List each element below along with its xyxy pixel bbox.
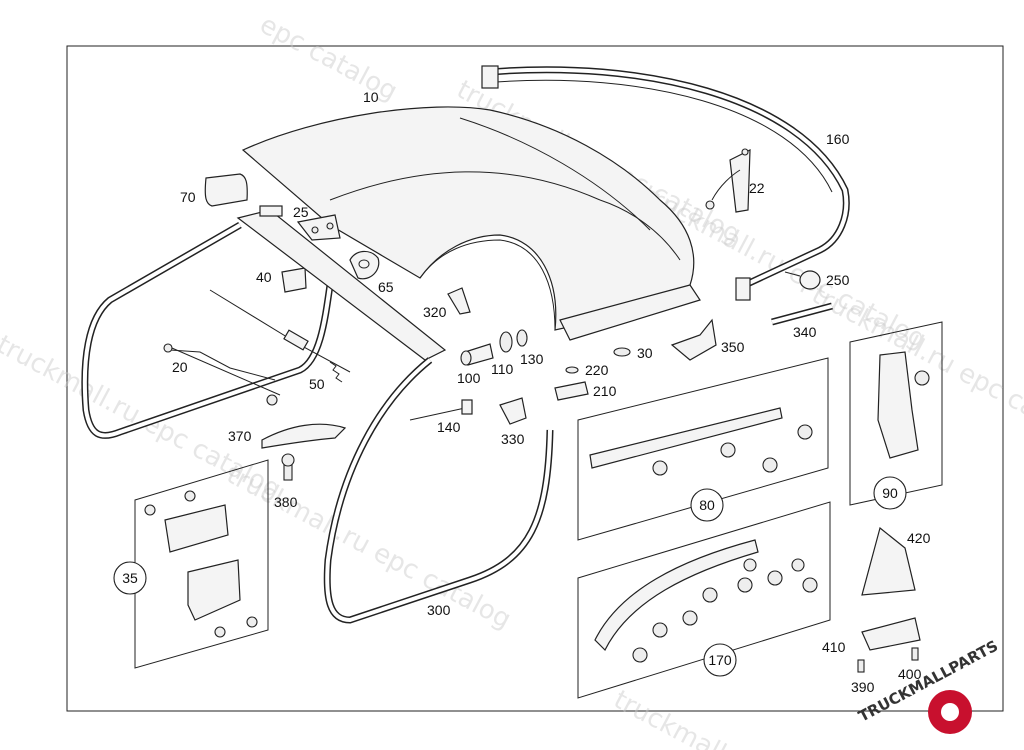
- label-300: 300: [427, 602, 451, 618]
- label-40: 40: [256, 269, 272, 285]
- watermark: truckmall.ru: [609, 685, 762, 750]
- group-label-170: 170: [708, 652, 732, 668]
- label-30: 30: [637, 345, 653, 361]
- label-250: 250: [826, 272, 850, 288]
- part-70-pad: [204, 173, 248, 207]
- part-380-bolt: [281, 453, 295, 481]
- part-400-screw: [911, 647, 919, 661]
- part-320-bracket: [447, 287, 471, 315]
- part-410-bracket: [861, 617, 921, 651]
- part-420-bracket: [861, 526, 916, 596]
- label-340: 340: [793, 324, 817, 340]
- label-140: 140: [437, 419, 461, 435]
- group-35: 35: [113, 459, 269, 669]
- label-220: 220: [585, 362, 609, 378]
- part-65-clip: [349, 250, 380, 280]
- label-50: 50: [309, 376, 325, 392]
- part-210-bracket: [554, 381, 589, 401]
- group-80: 80: [577, 357, 829, 541]
- label-210: 210: [593, 383, 617, 399]
- part-22-hinge-bracket: [705, 148, 751, 213]
- label-410: 410: [822, 639, 846, 655]
- label-330: 330: [501, 431, 525, 447]
- label-320: 320: [423, 304, 447, 320]
- brand-logo: TRUCKMALLPARTS: [855, 637, 1001, 734]
- watermark: epc catalog: [255, 10, 402, 107]
- part-340-rod: [771, 302, 833, 326]
- part-100-bushing: [460, 343, 494, 366]
- label-390: 390: [851, 679, 875, 695]
- label-65: 65: [378, 279, 394, 295]
- part-20-linkage: [163, 343, 281, 406]
- label-100: 100: [457, 370, 481, 386]
- label-370: 370: [228, 428, 252, 444]
- group-90: 90: [849, 321, 943, 510]
- part-40-plate: [281, 267, 307, 293]
- part-330-bracket: [499, 397, 527, 425]
- label-420: 420: [907, 530, 931, 546]
- part-10-soft-top-cover: [241, 106, 701, 341]
- part-30-washer: [613, 347, 631, 357]
- label-380: 380: [274, 494, 298, 510]
- part-140-pin: [409, 399, 473, 421]
- group-label-35: 35: [122, 570, 138, 586]
- part-250-stop: [784, 270, 821, 290]
- part-window-seal-left: [81, 221, 334, 439]
- part-50-cable-assembly: [209, 289, 351, 383]
- label-70: 70: [180, 189, 196, 205]
- part-370-trim: [261, 423, 347, 449]
- part-110-washer: [499, 331, 513, 353]
- part-front-frame-bar: [236, 205, 447, 361]
- part-220-clip: [565, 366, 579, 374]
- label-160: 160: [826, 131, 850, 147]
- group-label-90: 90: [882, 485, 898, 501]
- label-110: 110: [491, 361, 514, 377]
- label-22: 22: [749, 180, 765, 196]
- group-label-80: 80: [699, 497, 715, 513]
- part-390-screw: [857, 659, 865, 673]
- part-350-cover: [670, 318, 717, 361]
- part-labels: 10 160 22 70 25 65 40 320 250 340 350 10…: [172, 89, 931, 695]
- watermark: truckmall.ru epc catalog: [222, 460, 516, 635]
- label-130: 130: [520, 351, 544, 367]
- label-25: 25: [293, 204, 309, 220]
- part-130-washer: [516, 329, 528, 347]
- part-25-bracket: [296, 214, 341, 241]
- label-20: 20: [172, 359, 188, 375]
- diagram-frame: [66, 45, 1004, 712]
- part-160-roof-frame-rail: [481, 65, 850, 301]
- label-400: 400: [898, 666, 922, 682]
- label-350: 350: [721, 339, 745, 355]
- group-170: 170: [577, 501, 831, 699]
- label-10: 10: [363, 89, 379, 105]
- part-300-door-seal: [323, 357, 554, 624]
